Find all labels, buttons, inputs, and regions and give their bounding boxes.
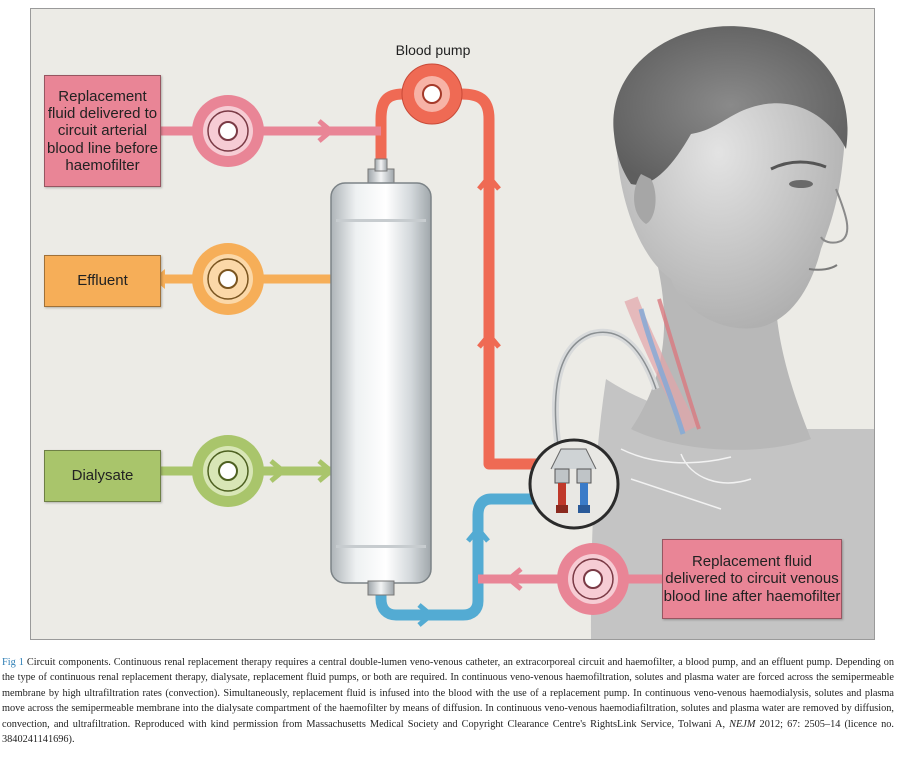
carotid-artery xyxy=(657,298,701,430)
patient-ear xyxy=(634,174,656,224)
chest-veins xyxy=(620,448,752,510)
blood-pump-icon xyxy=(401,63,463,125)
figure-number: Fig 1 xyxy=(2,657,24,668)
patient-eyebrow xyxy=(770,160,827,171)
caption-text: Circuit components. Continuous renal rep… xyxy=(2,657,894,730)
patient-hair xyxy=(613,26,848,185)
venous-blood-line xyxy=(375,493,543,627)
haemofilter xyxy=(330,158,432,596)
caption-citation: 2012; 67: 2505–14 (licence no. 384024114… xyxy=(2,718,894,746)
patient-eye xyxy=(789,180,813,188)
arterial-blood-line xyxy=(375,88,543,470)
catheter-magnifier xyxy=(528,438,620,530)
patient-nose xyxy=(820,188,849,244)
replacement-post-pump-icon xyxy=(557,543,629,615)
replacement-fluid-post-box: Replacement fluid delivered to circuit v… xyxy=(662,539,842,619)
jugular-vein xyxy=(638,308,686,435)
figure-caption: Fig 1 Circuit components. Continuous ren… xyxy=(2,655,894,747)
effluent-box: Effluent xyxy=(44,255,161,307)
replacement-pre-pump-icon xyxy=(192,95,264,167)
crrt-circuit-diagram: Blood pump Replacement fluid delivered t… xyxy=(30,8,875,640)
catheter-tube-edge xyxy=(554,331,657,465)
blood-pump-label: Blood pump xyxy=(395,42,471,58)
dialysate-pump-icon xyxy=(192,435,264,507)
dialysate-box: Dialysate xyxy=(44,450,161,502)
patient-illustration xyxy=(591,26,874,639)
effluent-pump-icon xyxy=(192,243,264,315)
circuit-illustration xyxy=(153,26,874,639)
replacement-fluid-pre-box: Replacement fluid delivered to circuit a… xyxy=(44,75,161,187)
caption-journal: NEJM xyxy=(729,718,756,730)
patient-mouth xyxy=(808,264,838,271)
